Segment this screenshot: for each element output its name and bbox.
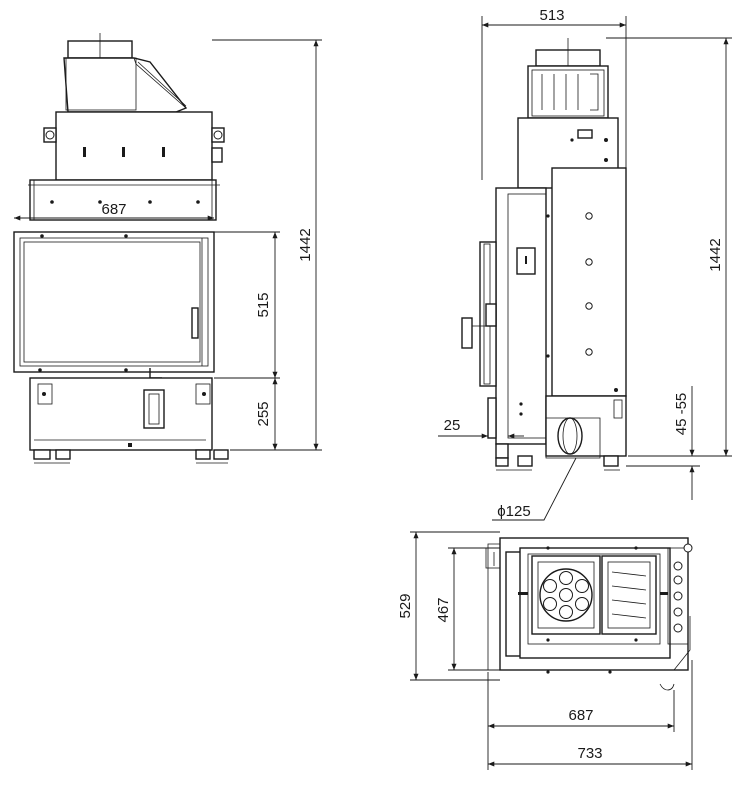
- dim-feet-adjust: 45 -55: [673, 393, 690, 436]
- dim-side-height: 1442: [707, 238, 724, 271]
- top-view: 529 467 687 733: [397, 531, 693, 770]
- dim-air-inlet: ϕ125: [497, 503, 530, 520]
- dim-side-offset: 25: [444, 417, 461, 434]
- dim-side-width: 513: [539, 7, 564, 24]
- dim-front-base-height: 255: [255, 401, 272, 426]
- side-view: 513: [438, 7, 732, 521]
- dim-front-door-height: 515: [255, 292, 272, 317]
- dim-top-depth-inner: 467: [435, 597, 452, 622]
- dim-top-width-inner: 687: [568, 707, 593, 724]
- dim-front-height: 1442: [297, 228, 314, 261]
- dim-top-depth-outer: 529: [397, 593, 414, 618]
- dim-front-width: 687: [101, 201, 126, 218]
- dim-top-width-outer: 733: [577, 745, 602, 762]
- front-view: 687 1442 515 255: [13, 33, 322, 464]
